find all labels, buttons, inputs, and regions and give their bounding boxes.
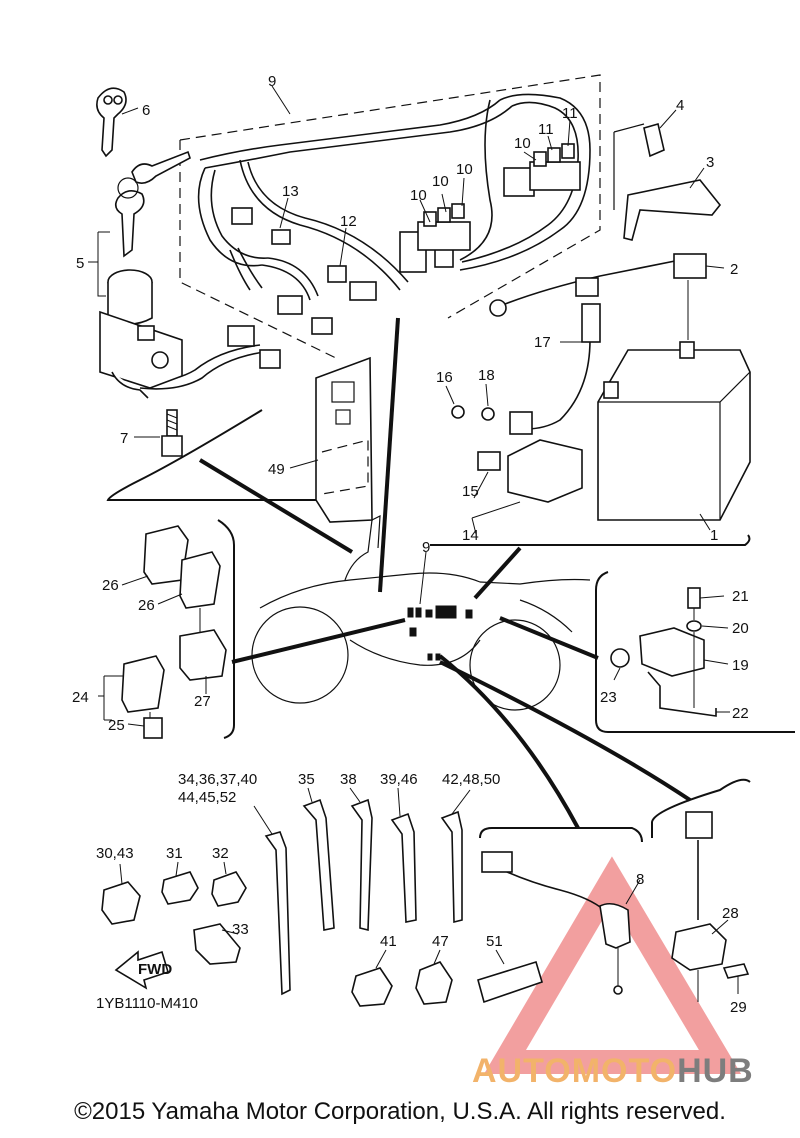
fuse-block-10 [417,203,471,251]
relays-left-group [121,525,227,739]
callout-15: 15 [462,483,479,500]
callout-12: 12 [340,213,357,230]
bracket-4 [613,122,665,210]
fwd-label: FWD [138,961,172,978]
group-boundaries [106,317,795,843]
callout-28: 28 [722,905,739,922]
callout-38: 38 [340,771,357,788]
motorcycle-silhouette [251,514,591,711]
callout-5: 5 [76,255,84,272]
callout-1: 1 [710,527,718,544]
copyright-notice: ©2015 Yamaha Motor Corporation, U.S.A. A… [74,1098,726,1125]
callout-26b: 26 [138,597,155,614]
harness-dashed-outline [179,74,601,361]
callout-4: 4 [676,97,684,114]
callout-39-46: 39,46 [380,771,418,788]
callout-8: 8 [636,871,644,888]
callout-20: 20 [732,620,749,637]
battery-cable-2 [489,253,707,340]
leader-lines [88,85,739,994]
callout-29: 29 [730,999,747,1016]
callout-11b: 11 [562,105,578,122]
callout-27: 27 [194,693,211,710]
callout-21: 21 [732,588,749,605]
wire-harness [129,93,591,390]
callout-23: 23 [600,689,617,706]
callout-10c: 10 [456,161,473,178]
callout-9-top: 9 [268,73,276,90]
callout-10a: 10 [410,187,427,204]
callout-25: 25 [108,717,125,734]
callout-16: 16 [436,369,453,386]
callout-32: 32 [212,845,229,862]
callout-3: 3 [706,154,714,171]
callout-22: 22 [732,705,749,722]
callout-7: 7 [120,430,128,447]
keys-5 [114,150,191,258]
main-switch-5 [99,269,183,399]
callout-10d: 10 [514,135,531,152]
bolt-7 [161,409,183,457]
cover-49 [315,356,373,523]
fwd-arrow-icon: FWD [114,950,172,990]
bracket-3 [623,179,722,241]
key-6 [96,87,127,158]
callout-31: 31 [166,845,183,862]
watermark-part1: AUTOMOTO [472,1052,678,1090]
clamps-30-33 [101,871,247,965]
callout-42-48-50: 42,48,50 [442,771,500,788]
callout-13: 13 [282,183,299,200]
callout-44-45-52: 44,45,52 [178,789,236,806]
watermark-triangle [484,856,742,1074]
callout-6: 6 [142,102,150,119]
sensor-8 [481,851,631,995]
battery-1 [597,341,751,521]
callout-labels: 1 2 3 4 5 6 7 8 9 9 10 10 10 10 11 11 12… [72,73,749,1016]
callout-18: 18 [478,367,495,384]
drawing-code: 1YB1110-M410 [96,995,198,1012]
callout-26a: 26 [102,577,119,594]
sensor-28 [671,811,750,1002]
callout-11a: 11 [538,121,554,138]
callout-2: 2 [730,261,738,278]
watermark-part2: HUB [677,1052,754,1090]
lead-17 [509,303,601,435]
callout-33: 33 [232,921,249,938]
callout-30-43: 30,43 [96,845,134,862]
sensor-group-19-23 [610,587,717,717]
cable-ties [264,798,543,1007]
callout-9-mid: 9 [422,539,430,556]
callout-35: 35 [298,771,315,788]
callout-51: 51 [486,933,503,950]
fuse-block-11 [529,143,581,191]
callout-49: 49 [268,461,285,478]
relay-14-15 [451,405,583,503]
callout-24: 24 [72,689,89,706]
callout-47: 47 [432,933,449,950]
callout-34-36-37-40: 34,36,37,40 [178,771,257,788]
callout-19: 19 [732,657,749,674]
watermark-logo: AUTOMOTOHUB [472,1052,754,1091]
callout-10b: 10 [432,173,449,190]
callout-17: 17 [534,334,551,351]
callout-41: 41 [380,933,397,950]
callout-14: 14 [462,527,479,544]
